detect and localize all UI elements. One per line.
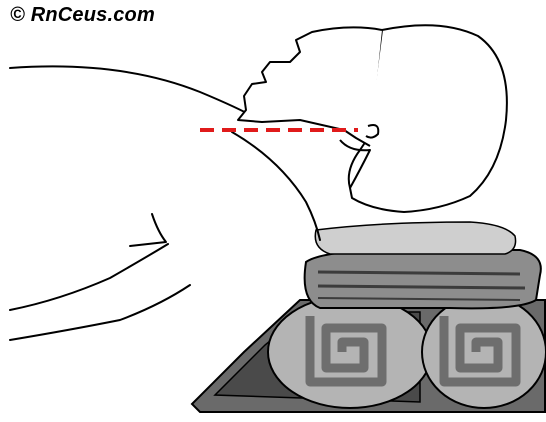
patient-head: [238, 25, 507, 212]
rolled-towel-base: [192, 296, 546, 412]
folded-towel-middle: [305, 250, 541, 308]
folded-towel-top: [315, 222, 515, 254]
